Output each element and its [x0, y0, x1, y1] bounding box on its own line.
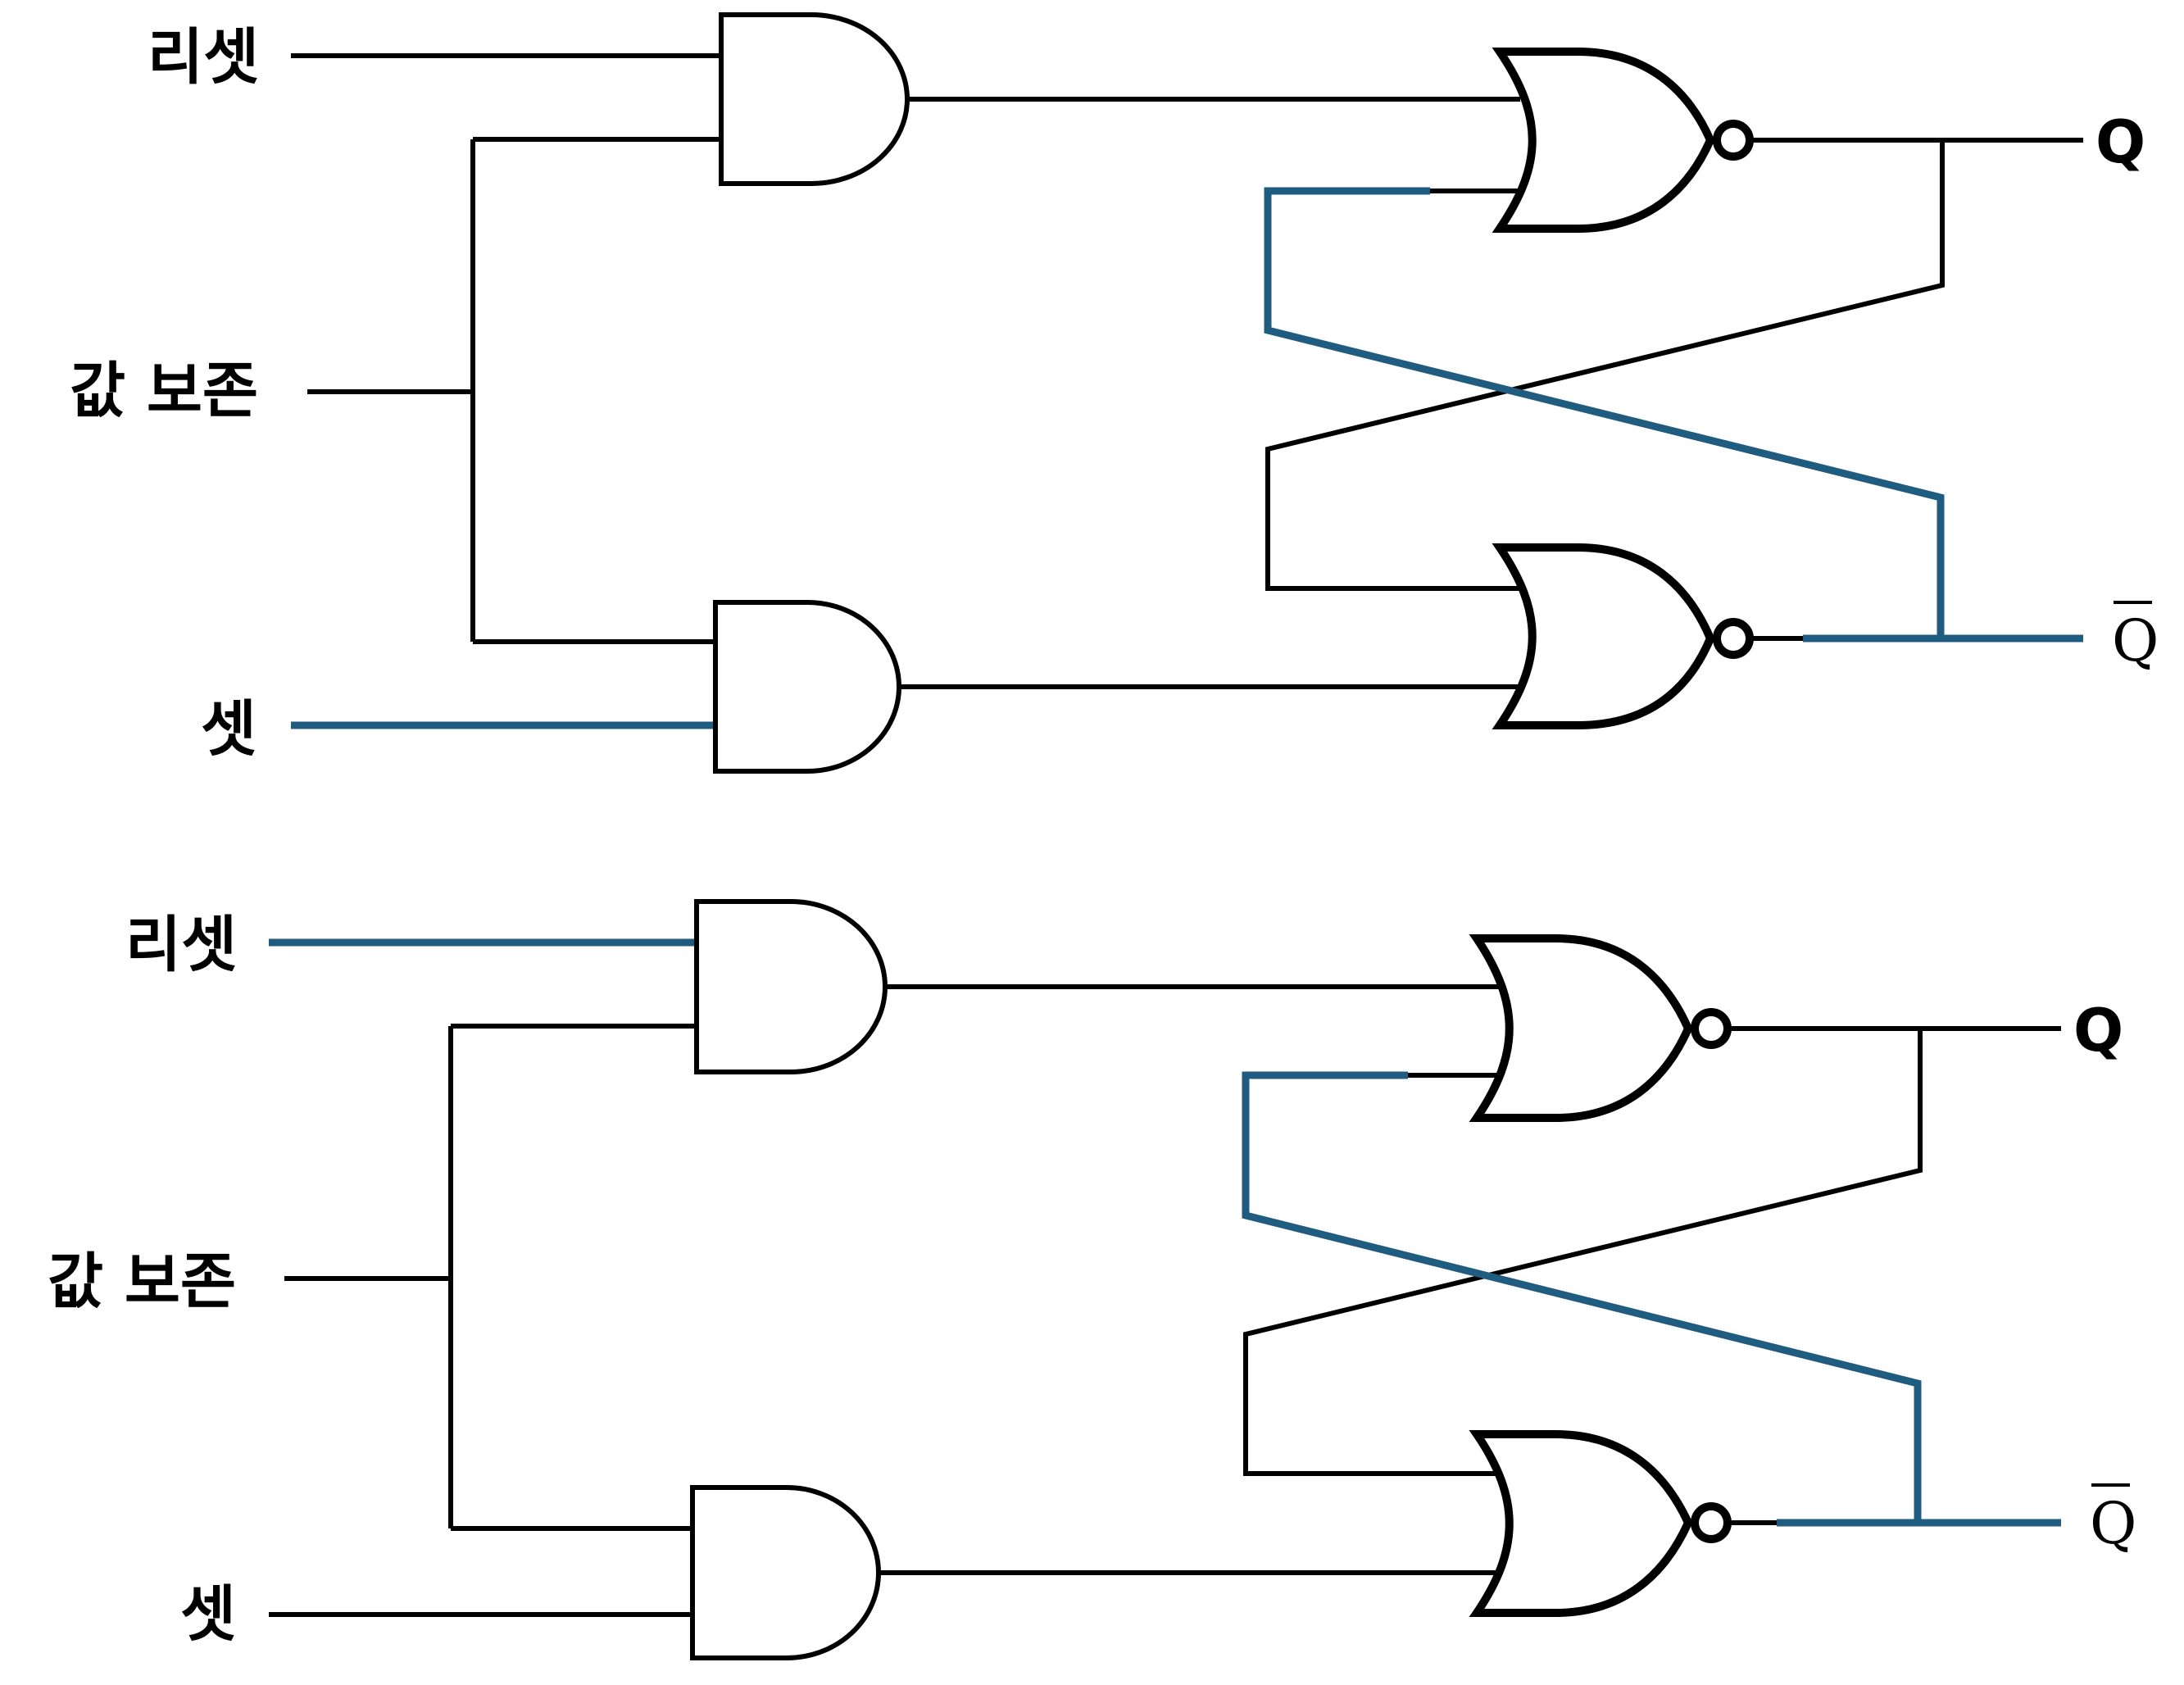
- qbar-label: Q: [2112, 607, 2159, 674]
- nor-lower-bubble: [1691, 1502, 1732, 1543]
- and-gate-upper: [694, 899, 888, 1074]
- q-label: Q: [2095, 107, 2145, 176]
- circuit-bottom: 리셋 값 보존 셋 Q Q: [48, 899, 2136, 1660]
- qbar-feedback-wire-active: [1242, 1071, 1922, 1523]
- and-gate-lower: [690, 1485, 881, 1660]
- qbar-label: Q: [2090, 1490, 2136, 1557]
- q-feedback-wire: [1265, 140, 1945, 591]
- q-feedback-wire: [1243, 1029, 1923, 1476]
- q-label: Q: [2073, 996, 2123, 1065]
- hold-label: 값 보존: [70, 356, 258, 426]
- and-gate-upper: [719, 12, 910, 186]
- and-gate-lower: [713, 600, 901, 774]
- nor-upper-bubble: [1713, 120, 1754, 161]
- set-label: 셋: [180, 1579, 236, 1650]
- circuit-top: 리셋 값 보존 셋 Q Q: [70, 12, 2159, 774]
- nor-gate-lower: [1492, 543, 1715, 729]
- set-label: 셋: [201, 694, 257, 765]
- nor-gate-upper: [1469, 934, 1693, 1122]
- nor-gate-lower: [1469, 1430, 1693, 1617]
- hold-label: 값 보존: [48, 1247, 236, 1317]
- nor-upper-bubble: [1691, 1008, 1732, 1049]
- qbar-feedback-wire-active: [1264, 187, 1945, 638]
- nor-gate-upper: [1492, 48, 1715, 233]
- reset-label: 리셋: [125, 910, 237, 980]
- nor-lower-bubble: [1713, 618, 1754, 659]
- reset-label: 리셋: [148, 22, 259, 93]
